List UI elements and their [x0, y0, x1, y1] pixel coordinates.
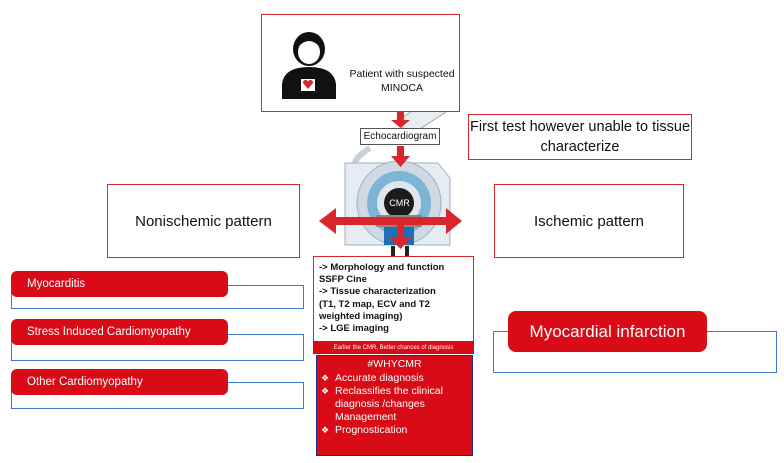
protocol-line: SSFP Cine — [319, 274, 367, 286]
patient-woman-icon — [282, 32, 336, 99]
diamond-bullet-icon: ❖ — [321, 373, 330, 383]
whycmr-title: #WHYCMR — [367, 358, 422, 370]
protocol-line: -> Tissue characterization — [319, 286, 436, 298]
arrow-patient-to-echo — [391, 112, 410, 128]
whycmr-item: ❖ Accurate diagnosis — [321, 372, 468, 385]
stress-cardiomyopathy-tag: Stress Induced Cardiomyopathy — [11, 319, 228, 345]
earlier-cmr-note: Earlier the CMR, Better chances of diagn… — [313, 341, 474, 354]
whycmr-box: #WHYCMR ❖ Accurate diagnosis ❖ Reclassif… — [316, 355, 473, 456]
diamond-bullet-icon: ❖ — [321, 386, 330, 396]
diamond-bullet-icon: ❖ — [321, 425, 330, 435]
cmr-protocol-box: -> Morphology and function SSFP Cine -> … — [313, 256, 474, 342]
whycmr-item-text: Prognostication — [335, 424, 408, 436]
echo-limitation-note: First test however unable to tissue char… — [468, 114, 692, 160]
myocarditis-tag: Myocarditis — [11, 271, 228, 297]
other-cardiomyopathy-tag: Other Cardiomyopathy — [11, 369, 228, 395]
patient-text: Patient with suspected MINOCA — [349, 68, 455, 94]
myocardial-infarction-tag: Myocardial infarction — [508, 311, 707, 352]
whycmr-item-text: Reclassifies the clinical diagnosis /cha… — [335, 385, 443, 423]
protocol-line: weighted imaging) — [319, 310, 403, 322]
double-arrow-patterns — [319, 208, 462, 234]
protocol-line: -> Morphology and function — [319, 262, 445, 273]
patient-box — [261, 14, 460, 112]
ischemic-pattern-box: Ischemic pattern — [494, 184, 684, 258]
protocol-line: (T1, T2 map, ECV and T2 — [319, 298, 430, 310]
arrow-cmr-to-protocol — [389, 225, 412, 249]
arrow-echo-to-cmr — [391, 146, 410, 167]
nonischemic-pattern-box: Nonischemic pattern — [107, 184, 300, 258]
cmr-label: CMR — [389, 198, 410, 208]
echocardiogram-label: Echocardiogram — [360, 128, 440, 145]
protocol-line: -> LGE imaging — [319, 323, 389, 335]
whycmr-item-text: Accurate diagnosis — [335, 372, 424, 384]
whycmr-item: ❖ Reclassifies the clinical diagnosis /c… — [321, 385, 468, 424]
whycmr-item: ❖ Prognostication — [321, 424, 468, 437]
